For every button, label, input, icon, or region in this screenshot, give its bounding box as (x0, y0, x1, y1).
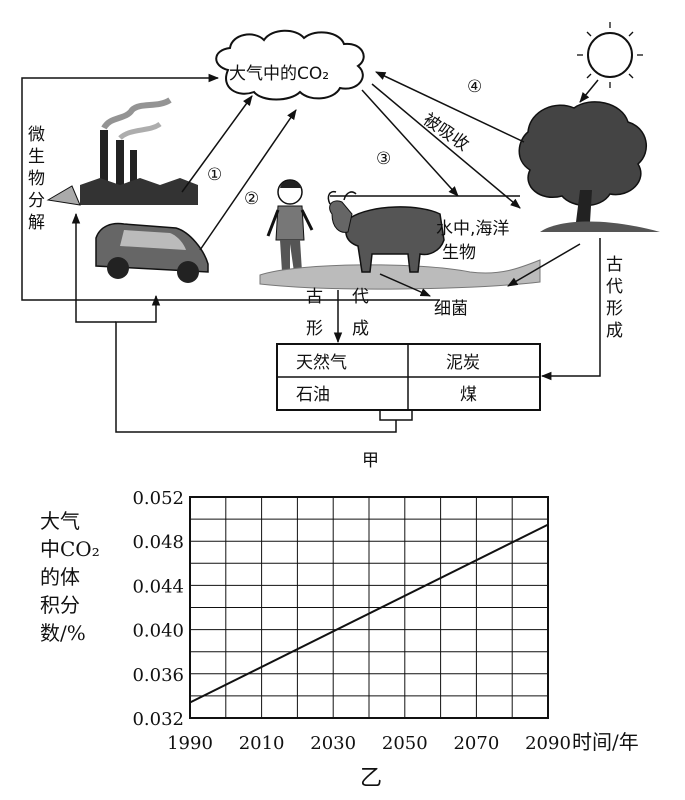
svg-text:数/%: 数/% (40, 621, 86, 645)
ancient-left-2b: 成 (352, 319, 369, 339)
svg-text:解: 解 (28, 213, 45, 233)
svg-text:物: 物 (28, 169, 45, 189)
y-tick-label: 0.040 (132, 621, 184, 642)
ox-icon (327, 190, 445, 273)
x-tick-label: 2050 (382, 733, 428, 754)
chart-frame (189, 496, 549, 719)
tree-icon (518, 101, 660, 232)
chart-caption: 乙 (360, 766, 382, 791)
ancient-right-4: 成 (606, 321, 623, 341)
coal-label: 煤 (460, 385, 477, 405)
ancient-right-1: 古 (606, 255, 623, 275)
absorbed-label: 被吸收 (419, 110, 472, 156)
oil-label: 石油 (296, 385, 330, 405)
x-tick-label: 2010 (239, 733, 285, 754)
svg-text:分: 分 (28, 191, 45, 211)
peat-label: 泥炭 (446, 353, 480, 373)
diagram-caption: 甲 (362, 451, 379, 471)
y-tick-label: 0.052 (132, 488, 184, 509)
ancient-right-3: 形 (606, 299, 623, 319)
factory-icon (46, 97, 198, 206)
svg-text:微: 微 (28, 125, 45, 145)
y-tick-label: 0.036 (132, 665, 184, 686)
fossil-fuel-table: 天然气 泥炭 石油 煤 (276, 343, 541, 411)
x-tick-label: 1990 (167, 733, 213, 754)
water-ocean-label-2: 生物 (442, 243, 476, 263)
cloud-label: 大气中的CO₂ (229, 64, 329, 84)
y-axis-label: 大气 中CO₂ 的体 积分 数/% (40, 509, 100, 645)
atmosphere-cloud: 大气中的CO₂ (215, 29, 365, 101)
water-ocean-label: 水中,海洋 (436, 219, 509, 239)
circled-3: ③ (376, 149, 391, 169)
car-icon (95, 222, 209, 283)
x-tick-label: 2030 (310, 733, 356, 754)
x-axis-label: 时间/年 (572, 730, 639, 754)
sun-icon (577, 22, 643, 88)
ancient-right-2: 代 (606, 277, 623, 297)
carbon-cycle-diagram: 大气中的CO₂ (21, 22, 660, 471)
chart-grid (190, 497, 548, 718)
y-tick-labels: 0.032 0.036 0.040 0.044 0.048 0.052 (132, 488, 184, 730)
ancient-left-2a: 形 (306, 319, 323, 339)
bacteria-label: 细菌 (434, 299, 468, 319)
svg-text:中CO₂: 中CO₂ (40, 537, 100, 561)
co2-series-line (189, 523, 549, 704)
y-tick-label: 0.032 (132, 709, 184, 730)
ancient-left-1b: 代 (352, 287, 369, 307)
circled-1: ① (207, 165, 222, 185)
circled-2: ② (244, 189, 259, 209)
x-tick-label: 2070 (453, 733, 499, 754)
x-tick-labels: 1990 2010 2030 2050 2070 2090 (167, 733, 571, 754)
circled-4: ④ (467, 77, 482, 97)
x-tick-label: 2090 (525, 733, 571, 754)
svg-text:生: 生 (28, 147, 45, 167)
person-icon (266, 179, 314, 272)
y-tick-label: 0.044 (132, 576, 184, 597)
y-tick-label: 0.048 (132, 532, 184, 553)
ancient-left-1a: 古 (306, 287, 323, 307)
svg-text:积分: 积分 (40, 593, 80, 617)
ground-shape (259, 259, 541, 290)
svg-text:大气: 大气 (40, 509, 80, 533)
co2-chart: 0.032 0.036 0.040 0.044 0.048 0.052 1990 2010 2… (40, 488, 639, 791)
svg-text:的体: 的体 (40, 565, 80, 589)
microbe-decompose-label: 微 生 物 分 解 (28, 125, 45, 233)
cycle-arrows (21, 71, 601, 433)
natural-gas-label: 天然气 (296, 353, 347, 373)
